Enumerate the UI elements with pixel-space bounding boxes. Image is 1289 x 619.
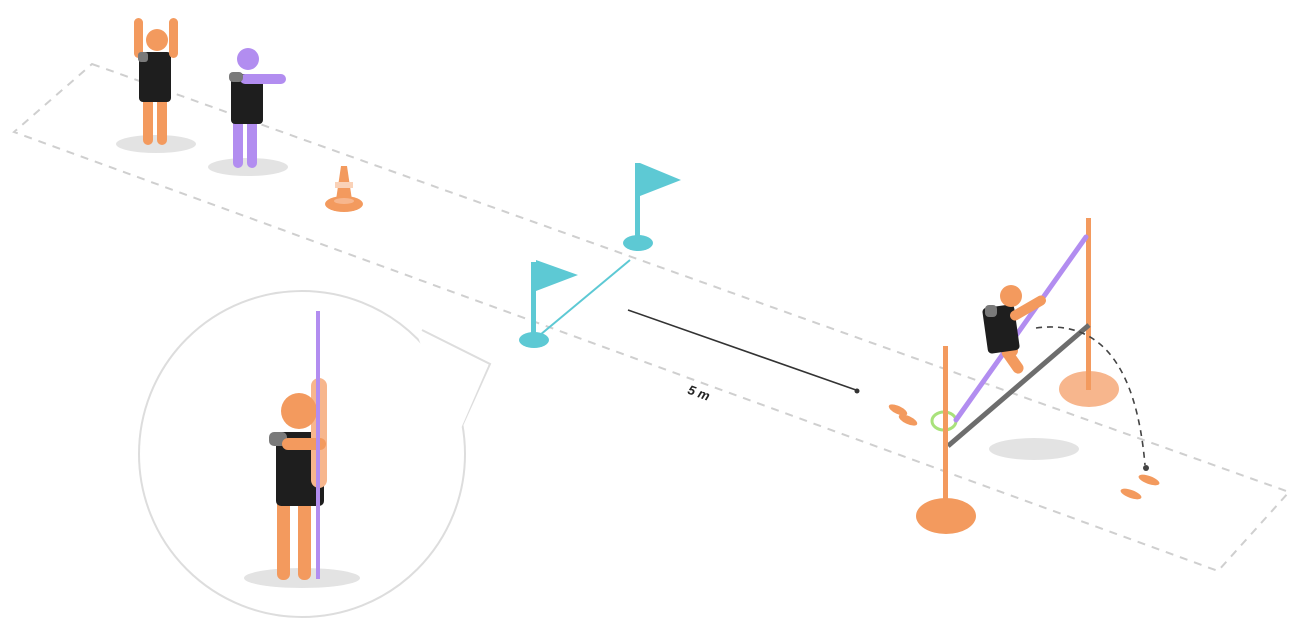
footprints-icon (887, 402, 919, 428)
distance-arrow (628, 310, 860, 394)
flag-icon (623, 163, 681, 251)
shadow (989, 438, 1079, 460)
distance-label: 5 m (686, 382, 713, 404)
vault-apparatus (916, 218, 1119, 534)
shadow (116, 135, 196, 153)
coach-pointing (208, 48, 288, 176)
footprints-icon (1119, 472, 1160, 501)
athlete-vaulting (982, 285, 1048, 376)
flag-icon (519, 260, 578, 348)
athlete-arms-raised (116, 18, 196, 153)
cone-icon (325, 166, 363, 212)
